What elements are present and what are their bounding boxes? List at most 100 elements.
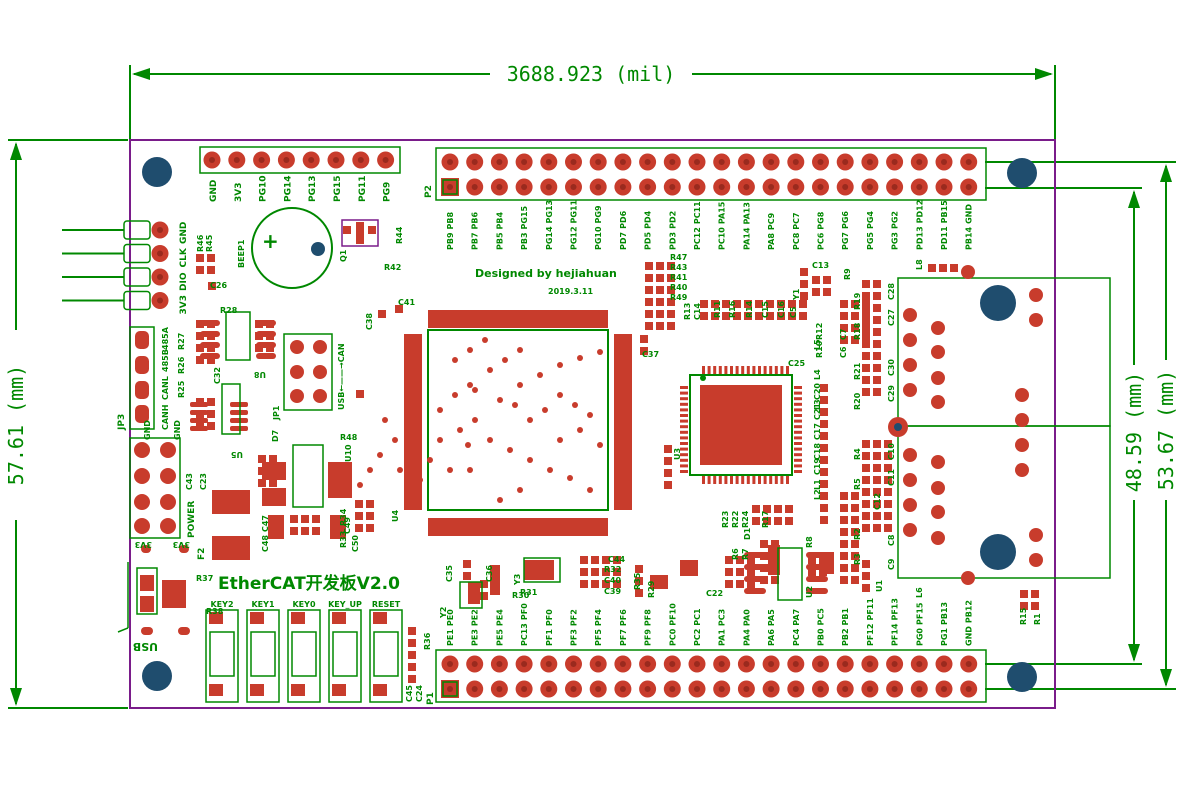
p1-pin-label: GNDPB12 (965, 600, 974, 646)
ref-designator: R4 (853, 448, 862, 460)
p1-pin-label: PB2PB1 (841, 608, 850, 646)
ref-designator: C39 (604, 587, 621, 596)
board-title: EtherCAT开发板V2.0 (218, 573, 400, 594)
ref-designator: R38 (206, 607, 224, 616)
ref-designator: C44 (608, 555, 625, 564)
p2-pin-label: PD11PB15 (940, 200, 949, 250)
top-header-pin-label: PG13 (308, 175, 318, 202)
ref-designator: C40 (604, 576, 621, 585)
ref-designator: C29 (887, 385, 896, 402)
top-header-pin-label: PG11 (358, 175, 368, 202)
ref-designator: R14 (745, 300, 754, 318)
ref-designator: C12 (873, 493, 882, 510)
ref-designator: C11 (887, 469, 896, 486)
key-switch (205, 609, 239, 703)
key-label: KEY1 (251, 600, 274, 609)
ref-designator: R33 (339, 531, 348, 548)
ref-designator: C49 (343, 517, 352, 534)
jp1-jumper: JP1 USB←——→CAN (272, 333, 346, 421)
ref-designator: R42 (384, 263, 401, 272)
p2-pin-label: PB7PB6 (471, 212, 480, 250)
p2-pin-label: PB3PG15 (520, 205, 529, 250)
ref-designator: C5 (789, 306, 798, 318)
p1-pin-label: PE3PE2 (471, 609, 480, 646)
ref-designator: C26 (210, 281, 227, 290)
ref-designator: R43 (670, 263, 687, 272)
p1-pin-label: PF12PF11 (866, 598, 875, 646)
p2-pin-label: PG3PG2 (891, 211, 900, 250)
ref-designator: C10 (887, 443, 896, 460)
ref-designator: R6 (731, 548, 740, 560)
beeper: + BEEP1 (237, 207, 333, 289)
left-connector-pin-label: 3V3 (179, 295, 189, 315)
ref-designator: R12 (815, 323, 824, 340)
usb-label: USB (133, 640, 158, 653)
ref-designator: C9 (887, 558, 896, 570)
jp1-arrow-label: USB←——→CAN (337, 343, 346, 410)
p1-pin-label: PA4PA0 (742, 609, 751, 646)
p1-pin-label: PC0PF10 (668, 603, 677, 646)
jp3-label-gnd-1: GND (143, 420, 152, 440)
ref-designator: R28 (220, 306, 238, 315)
dimension-width: 3688.923 (mil) (129, 62, 1056, 140)
l8-label: L8 (915, 259, 924, 270)
ref-designator: C17 (813, 423, 822, 440)
ref-designator: C32 (213, 367, 222, 384)
ref-designator: C47 (261, 515, 270, 532)
ref-designator: R22 (731, 511, 740, 528)
beep-label: BEEP1 (237, 239, 246, 268)
p1-pin-label: PC13PF0 (520, 603, 529, 646)
p2-pin-label: PG12PG11 (570, 199, 579, 250)
top-header-pin-label: 3V3 (234, 183, 244, 203)
q1-label: Q1 (339, 249, 348, 262)
ref-designator: R26 (177, 356, 186, 374)
p1-header: PE1PE0PE3PE2PE5PE4PC13PF0PF1PF0PF3PF2PF5… (426, 598, 987, 705)
ref-designator: R7 (741, 548, 750, 560)
ref-designator: C19 (813, 458, 822, 475)
ref-designator: R11 (713, 300, 722, 318)
ref-designator: C13 (812, 261, 829, 270)
p2-pin-label: PG10PG9 (594, 205, 603, 250)
ref-designator: R31 (520, 588, 538, 597)
ref-designator: R32 (604, 565, 621, 574)
rj45-connectors (888, 265, 1111, 585)
ref-designator: R46 (196, 234, 205, 252)
d7-label: D7 (271, 430, 280, 442)
ref-designator: C30 (887, 359, 896, 376)
ref-designator: R1 (1033, 613, 1042, 625)
ref-designator: R21 (853, 362, 862, 380)
key-switch (246, 609, 280, 703)
ref-designator: R36 (423, 632, 432, 650)
power-label: POWER (187, 501, 197, 538)
jp3-name: JP3 (117, 414, 127, 431)
p1-pin-label: PF9PF8 (644, 609, 653, 646)
usb-3v3-label-right: 3V3 (173, 540, 190, 549)
top-header-pin-label: PG9 (383, 182, 393, 202)
p2-header: PB9PB8PB7PB6PB5PB4PB3PG15PG14PG13PG12PG1… (424, 147, 987, 250)
ref-designator: C24 (415, 685, 424, 702)
u1-label: U1 (875, 580, 884, 592)
jp3-connector: JP3 CANH CANL 485B 485A GND GND (117, 326, 182, 539)
ref-designator: R3 (853, 553, 862, 565)
ref-designator: R30 (512, 591, 530, 600)
key-switch (287, 609, 321, 703)
ref-designator: C14 (693, 303, 702, 320)
ref-designator: R10 (815, 340, 824, 358)
top-header-pin-label: GND (209, 180, 219, 202)
p1-pin-label: PF5PF4 (594, 609, 603, 646)
p2-pin-label: PD5PD4 (644, 210, 653, 250)
passive-components (190, 254, 1039, 683)
u4-label: U4 (391, 510, 400, 522)
p2-pin-label: PG7PG6 (841, 211, 850, 250)
p2-pin-label: PG14PG13 (545, 200, 554, 250)
ref-designator: C16 (777, 301, 786, 318)
y2-label: Y2 (439, 607, 448, 619)
ref-designator: R48 (340, 433, 358, 442)
ref-designator: R17 (761, 511, 770, 528)
u5-label: U5 (231, 450, 243, 459)
q1: Q1 (339, 219, 379, 262)
